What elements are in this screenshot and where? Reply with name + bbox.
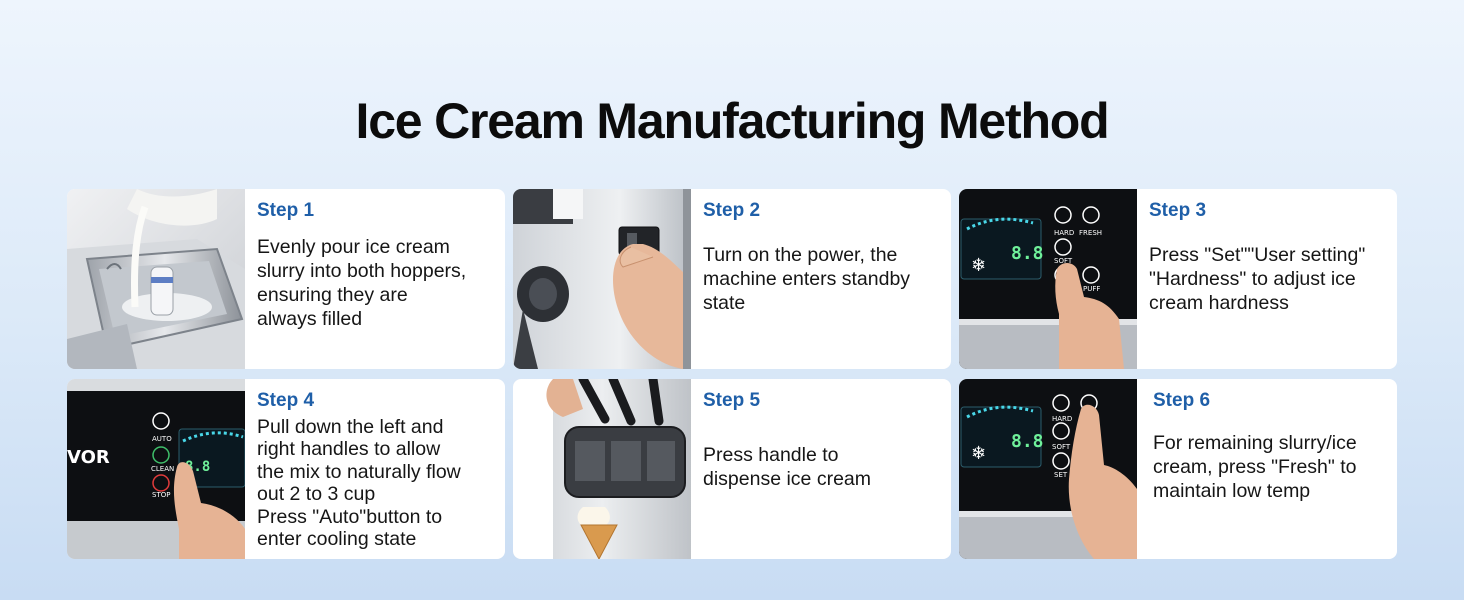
step-1-label: Step 1 <box>257 200 315 221</box>
step-2-photo <box>513 189 691 369</box>
stop-button-icon[interactable] <box>152 474 170 492</box>
snowflake-icon: ❄ <box>971 255 986 276</box>
step-6-photo: 8.8 ❄ HARD SOFT SET <box>959 379 1137 559</box>
step-4-description: Pull down the left and right handles to … <box>257 416 461 551</box>
soft-label: SOFT <box>1052 443 1071 451</box>
step-1-description: Evenly pour ice cream slurry into both h… <box>257 236 467 330</box>
step-3-label: Step 3 <box>1149 200 1207 221</box>
step-card-4: VOR AUTO CLEAN STOP 8.8 Step 4 Pull down… <box>67 379 505 559</box>
step-3-photo: 8.8 ❄ HARD FRESH SOFT PUFF <box>959 189 1137 369</box>
step-5-label: Step 5 <box>703 390 761 411</box>
snowflake-icon: ❄ <box>971 443 986 464</box>
fresh-button-icon[interactable] <box>1082 206 1100 224</box>
clean-button-icon[interactable] <box>152 446 170 464</box>
auto-button-illustration: VOR AUTO CLEAN STOP 8.8 <box>67 379 245 559</box>
step-1-photo <box>67 189 245 369</box>
step-card-2: Step 2 Turn on the power, the machine en… <box>513 189 951 369</box>
hard-label: HARD <box>1054 229 1074 237</box>
pour-mix-illustration <box>67 189 245 369</box>
puff-button-icon[interactable] <box>1082 266 1100 284</box>
auto-button-icon[interactable] <box>152 412 170 430</box>
step-6-description: For remaining slurry/ice cream, press "F… <box>1153 432 1357 502</box>
step-6-label: Step 6 <box>1153 390 1211 411</box>
finger-hand <box>1055 263 1124 369</box>
step-5-photo <box>513 379 691 559</box>
fresh-label: FRESH <box>1079 229 1102 237</box>
control-panel-illustration: 8.8 ❄ HARD FRESH SOFT PUFF <box>959 189 1137 369</box>
step-5-description: Press handle to dispense ice cream <box>703 444 871 490</box>
puff-label: PUFF <box>1083 285 1100 293</box>
page-title: Ice Cream Manufacturing Method <box>355 93 1110 149</box>
auto-label: AUTO <box>152 435 172 443</box>
stop-label: STOP <box>152 491 170 499</box>
soft-button-icon[interactable] <box>1054 238 1072 256</box>
display-digits: 8.8 <box>1011 431 1044 452</box>
soft-button-icon[interactable] <box>1052 422 1070 440</box>
hand-on-handle <box>546 379 583 417</box>
step-4-label: Step 4 <box>257 390 315 411</box>
finger-hand <box>1068 404 1137 559</box>
hard-button-icon[interactable] <box>1054 206 1072 224</box>
set-label: SET <box>1054 471 1068 479</box>
hard-button-icon[interactable] <box>1052 394 1070 412</box>
step-card-6: 8.8 ❄ HARD SOFT SET Step 6 For remaining… <box>959 379 1397 559</box>
finger-hand <box>173 462 245 559</box>
set-button-icon[interactable] <box>1052 452 1070 470</box>
step-card-3: 8.8 ❄ HARD FRESH SOFT PUFF Step 3 Press … <box>959 189 1397 369</box>
display-digits: 8.8 <box>1011 243 1044 264</box>
step-2-label: Step 2 <box>703 200 761 221</box>
step-3-description: Press "Set""User setting" "Hardness" to … <box>1149 244 1366 314</box>
hard-label: HARD <box>1052 415 1072 423</box>
soft-label: SOFT <box>1054 257 1073 265</box>
fresh-button-illustration: 8.8 ❄ HARD SOFT SET <box>959 379 1137 559</box>
dispense-illustration <box>513 379 691 559</box>
step-2-description: Turn on the power, the machine enters st… <box>703 244 911 314</box>
step-card-5: Step 5 Press handle to dispense ice crea… <box>513 379 951 559</box>
step-4-photo: VOR AUTO CLEAN STOP 8.8 <box>67 379 245 559</box>
power-switch-illustration <box>513 189 691 369</box>
clean-label: CLEAN <box>151 465 174 473</box>
step-card-1: Step 1 Evenly pour ice cream slurry into… <box>67 189 505 369</box>
brand-logo: VOR <box>67 447 110 468</box>
